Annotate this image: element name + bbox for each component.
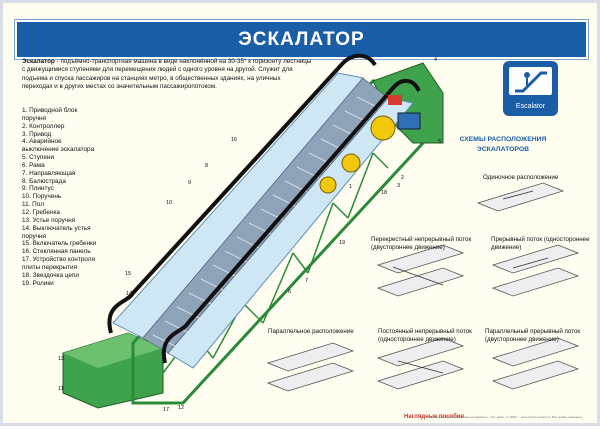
parts-legend: 1. Приводной блок поручня 2. Контроллер … xyxy=(22,107,142,287)
legend-line: 14. Выключатель устья xyxy=(22,224,91,232)
schemes-title: СХЕМЫ РАСПОЛОЖЕНИЯ ЭСКАЛАТОРОВ xyxy=(459,136,547,153)
legend-line: 9. Плинтус xyxy=(22,185,54,193)
callout-2: 2 xyxy=(401,175,404,181)
brand-logo: Наглядные пособия xyxy=(404,414,464,420)
legend-line: 1. Приводной блок xyxy=(22,107,78,114)
intro-body: - подъёмно-транспортная машина в виде на… xyxy=(22,58,312,91)
page-title: ЭСКАЛАТОР xyxy=(238,28,365,50)
callout-8: 8 xyxy=(205,163,208,169)
intro-text: Эскалатор - подъёмно-транспортная машина… xyxy=(22,58,312,92)
legend-line: 12. Гребенка xyxy=(22,208,60,216)
scheme-single-label: Одиночное расположение xyxy=(483,174,559,181)
scheme-single-drawing xyxy=(476,182,565,212)
legend-line: 18. Звездочка цепи xyxy=(22,271,79,279)
intro-term: Эскалатор xyxy=(22,58,55,65)
scheme-parallel-label: Параллельное расположение xyxy=(268,328,354,335)
legend-line: 17. Устройство контроля xyxy=(22,256,95,264)
callout-15: 15 xyxy=(125,271,131,277)
legend-line: 3. Привод xyxy=(22,130,52,138)
handrail-left xyxy=(107,53,377,334)
controller-box xyxy=(388,95,402,105)
callout-18: 18 xyxy=(381,190,387,196)
lower-landing-top xyxy=(63,333,163,368)
legend-line: 6. Рама xyxy=(22,161,45,169)
escalator-sign: Escalator xyxy=(503,61,558,116)
escalator-icon xyxy=(509,67,552,95)
scheme-continuous-drawing xyxy=(376,337,465,390)
callout-1: 1 xyxy=(349,184,352,190)
legend-line: 8. Балюстрада xyxy=(22,177,66,185)
scheme-continuous-label: Постоянный непрерывный поток (односторон… xyxy=(378,328,472,343)
scheme-interrupted-label: Прерывный поток (одностороннее движение) xyxy=(491,236,590,251)
legend-line: поручня xyxy=(22,232,47,240)
callout-13: 13 xyxy=(58,356,64,362)
callout-6: 6 xyxy=(288,289,291,295)
scheme-interrupted-drawing xyxy=(491,244,580,297)
callout-16: 16 xyxy=(231,137,237,143)
sign-label: Escalator xyxy=(515,103,546,110)
callout-12: 12 xyxy=(178,405,184,411)
legend-line: 7. Направляющая xyxy=(22,169,76,177)
legend-line: 2. Контроллер xyxy=(22,122,65,130)
callout-9: 9 xyxy=(188,180,191,186)
legend-line: 15. Включатель гребенки xyxy=(22,240,97,248)
callout-14: 14 xyxy=(126,291,132,297)
scheme-parallel-interrupted-drawing xyxy=(491,337,580,390)
chain-sprocket xyxy=(341,153,361,173)
scheme-parallel-drawing xyxy=(266,342,355,392)
title-bar: ЭСКАЛАТОР xyxy=(14,19,589,60)
legend-line: 16. Стеклянная панель xyxy=(22,248,91,256)
legend-line: поручня xyxy=(22,114,47,122)
scheme-parallel-interrupted-label: Параллельный прерывный поток (двусторонн… xyxy=(485,328,581,343)
scheme-cross-drawing xyxy=(376,244,465,297)
callout-17: 17 xyxy=(163,407,169,413)
footer-text: Изготовитель ООО «Учебная наглядность». … xyxy=(428,415,583,419)
callouts: 1 2 3 4 5 6 7 8 9 10 11 12 13 14 15 16 1… xyxy=(58,57,441,413)
legend-line: выключение эскалатора xyxy=(22,146,95,154)
callout-5: 5 xyxy=(438,139,441,145)
legend-line: 13. Устье поручня xyxy=(22,216,76,224)
escalator-diagram: 1 2 3 4 5 6 7 8 9 10 11 12 13 14 15 16 1… xyxy=(58,53,580,413)
legend-line: 10. Поручень xyxy=(22,193,62,201)
callout-11: 11 xyxy=(58,386,64,392)
legend-line: 19. Ролики xyxy=(22,279,54,287)
callout-4: 4 xyxy=(434,57,437,63)
callout-10: 10 xyxy=(166,200,172,206)
handrail-right xyxy=(161,78,421,364)
legend-line: 11. Пол xyxy=(22,201,44,209)
drive-motor xyxy=(397,112,421,130)
callout-3: 3 xyxy=(397,183,400,189)
legend-line: 4. Аварийное xyxy=(22,138,62,146)
scheme-cross-label: Перекрестный непрерывный поток (двусторо… xyxy=(371,236,472,251)
legend-line: 5. Ступени xyxy=(22,154,55,162)
callout-19: 19 xyxy=(339,240,345,246)
drive-sprocket xyxy=(370,115,396,141)
callout-7: 7 xyxy=(305,278,308,284)
legend-line: плиты перекрытия xyxy=(22,263,78,271)
roller xyxy=(319,176,337,194)
